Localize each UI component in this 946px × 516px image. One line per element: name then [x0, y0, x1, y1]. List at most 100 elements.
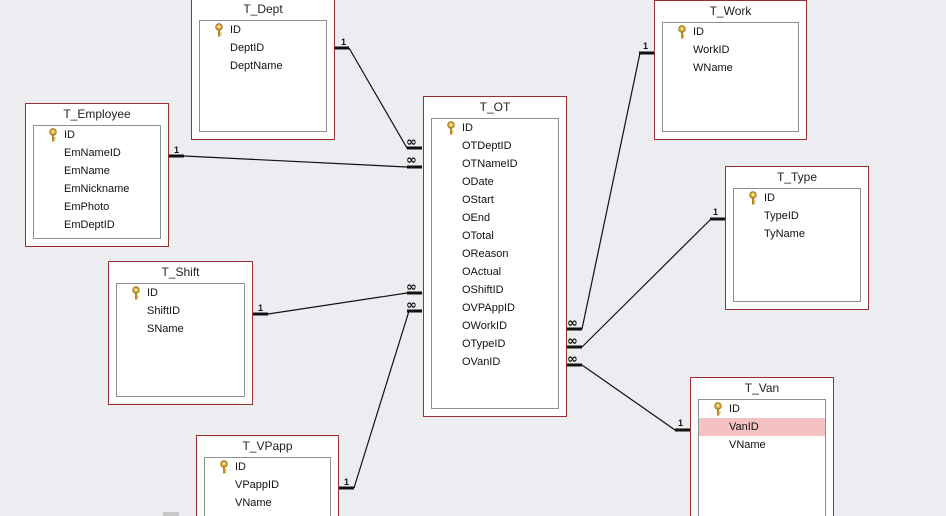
- many-label: ∞: [567, 316, 578, 331]
- field-row[interactable]: EmNameID: [34, 144, 160, 162]
- field-row[interactable]: OEnd: [432, 209, 558, 227]
- field-list[interactable]: ID VanID VName: [698, 399, 826, 516]
- relationship-vpapp-ot[interactable]: 1 ∞: [339, 298, 422, 490]
- field-row[interactable]: ShiftID: [117, 302, 244, 320]
- field-name: VanID: [729, 421, 759, 433]
- table-t-van[interactable]: T_Van ID VanID VName: [690, 377, 834, 516]
- table-title[interactable]: T_Dept: [243, 2, 283, 16]
- field-row[interactable]: TyName: [734, 225, 860, 243]
- field-name: OEnd: [462, 212, 491, 224]
- one-label: 1: [344, 477, 349, 487]
- relationship-ot-type[interactable]: 1 ∞: [567, 207, 725, 349]
- table-title[interactable]: T_Type: [776, 170, 818, 184]
- table-title[interactable]: T_Employee: [63, 107, 131, 121]
- field-row[interactable]: OTypeID: [432, 335, 558, 353]
- field-row[interactable]: OTDeptID: [432, 137, 558, 155]
- field-row[interactable]: OShiftID: [432, 281, 558, 299]
- field-primary-key[interactable]: ID: [200, 21, 326, 39]
- table-title[interactable]: T_Work: [709, 4, 752, 18]
- field-row[interactable]: EmNickname: [34, 180, 160, 198]
- field-list[interactable]: ID ShiftID SName: [116, 283, 245, 397]
- field-row[interactable]: EmDeptID: [34, 216, 160, 234]
- field-primary-key[interactable]: ID: [699, 400, 825, 418]
- field-row[interactable]: OVanID: [432, 353, 558, 371]
- field-name: OTDeptID: [462, 140, 512, 152]
- table-t-shift[interactable]: T_Shift ID ShiftID SName: [108, 261, 253, 405]
- field-name: OTotal: [462, 230, 494, 242]
- field-primary-key[interactable]: ID: [205, 458, 330, 476]
- key-icon: [713, 402, 723, 416]
- field-list[interactable]: ID VPappID VName: [204, 457, 331, 516]
- field-row[interactable]: OTotal: [432, 227, 558, 245]
- field-row[interactable]: VPappID: [205, 476, 330, 494]
- one-label: 1: [713, 207, 718, 217]
- relationship-ot-work[interactable]: 1 ∞: [567, 41, 654, 331]
- field-row[interactable]: WorkID: [663, 41, 798, 59]
- field-row[interactable]: OReason: [432, 245, 558, 263]
- field-primary-key[interactable]: ID: [34, 126, 160, 144]
- field-row[interactable]: OStart: [432, 191, 558, 209]
- table-title[interactable]: T_Van: [744, 381, 780, 395]
- field-row[interactable]: DeptID: [200, 39, 326, 57]
- field-row[interactable]: VanID: [699, 418, 825, 436]
- key-icon: [677, 25, 687, 39]
- field-name: OShiftID: [462, 284, 504, 296]
- field-name: OVPAppID: [462, 302, 515, 314]
- scrollbar-thumb[interactable]: [163, 512, 179, 516]
- field-row[interactable]: SName: [117, 320, 244, 338]
- field-name: TyName: [764, 228, 805, 240]
- field-name: EmNickname: [64, 183, 130, 195]
- relationship-shift-ot[interactable]: 1 ∞: [253, 280, 422, 316]
- one-label: 1: [258, 303, 263, 313]
- relationship-ot-van[interactable]: 1 ∞: [567, 352, 690, 432]
- one-label: 1: [341, 37, 346, 47]
- key-icon: [214, 23, 224, 37]
- relationship-dept-ot[interactable]: 1 ∞: [335, 37, 422, 150]
- field-row[interactable]: VName: [205, 494, 330, 512]
- field-row[interactable]: WName: [663, 59, 798, 77]
- field-primary-key[interactable]: ID: [734, 189, 860, 207]
- field-row[interactable]: EmPhoto: [34, 198, 160, 216]
- table-title[interactable]: T_Shift: [161, 265, 200, 279]
- field-name: OReason: [462, 248, 509, 260]
- field-name: VPappID: [235, 479, 280, 491]
- field-primary-key[interactable]: ID: [432, 119, 558, 137]
- field-primary-key[interactable]: ID: [663, 23, 798, 41]
- table-title[interactable]: T_OT: [479, 100, 511, 114]
- relationship-employee-ot[interactable]: 1 ∞: [169, 145, 422, 169]
- field-row[interactable]: ODate: [432, 173, 558, 191]
- field-name: ODate: [462, 176, 494, 188]
- field-row[interactable]: TypeID: [734, 207, 860, 225]
- field-row[interactable]: EmName: [34, 162, 160, 180]
- field-name: ID: [64, 129, 75, 141]
- field-name: ID: [230, 24, 241, 36]
- table-title[interactable]: T_VPapp: [242, 439, 293, 453]
- field-row[interactable]: OVPAppID: [432, 299, 558, 317]
- key-icon: [446, 121, 456, 135]
- field-name: SName: [147, 323, 184, 335]
- table-t-vpapp[interactable]: T_VPapp ID VPappID VName: [196, 435, 339, 516]
- field-primary-key[interactable]: ID: [117, 284, 244, 302]
- field-name: OVanID: [462, 356, 501, 368]
- field-name: OTNameID: [462, 158, 518, 170]
- field-row[interactable]: DeptName: [200, 57, 326, 75]
- field-name: ShiftID: [147, 305, 181, 317]
- field-row[interactable]: VName: [699, 436, 825, 454]
- field-row[interactable]: OActual: [432, 263, 558, 281]
- field-name: EmDeptID: [64, 219, 115, 231]
- field-row[interactable]: OTNameID: [432, 155, 558, 173]
- many-label: ∞: [406, 280, 417, 295]
- field-row[interactable]: OWorkID: [432, 317, 558, 335]
- field-name: VName: [235, 497, 272, 509]
